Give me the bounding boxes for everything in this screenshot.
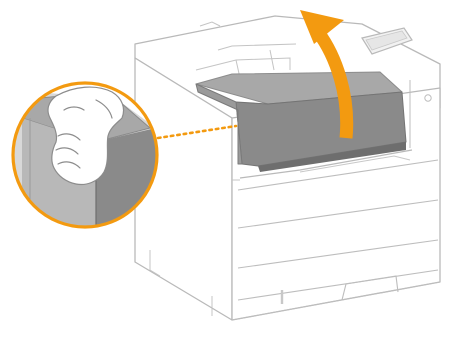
printer-body (135, 16, 440, 320)
zoom-callout-icon (0, 82, 158, 240)
